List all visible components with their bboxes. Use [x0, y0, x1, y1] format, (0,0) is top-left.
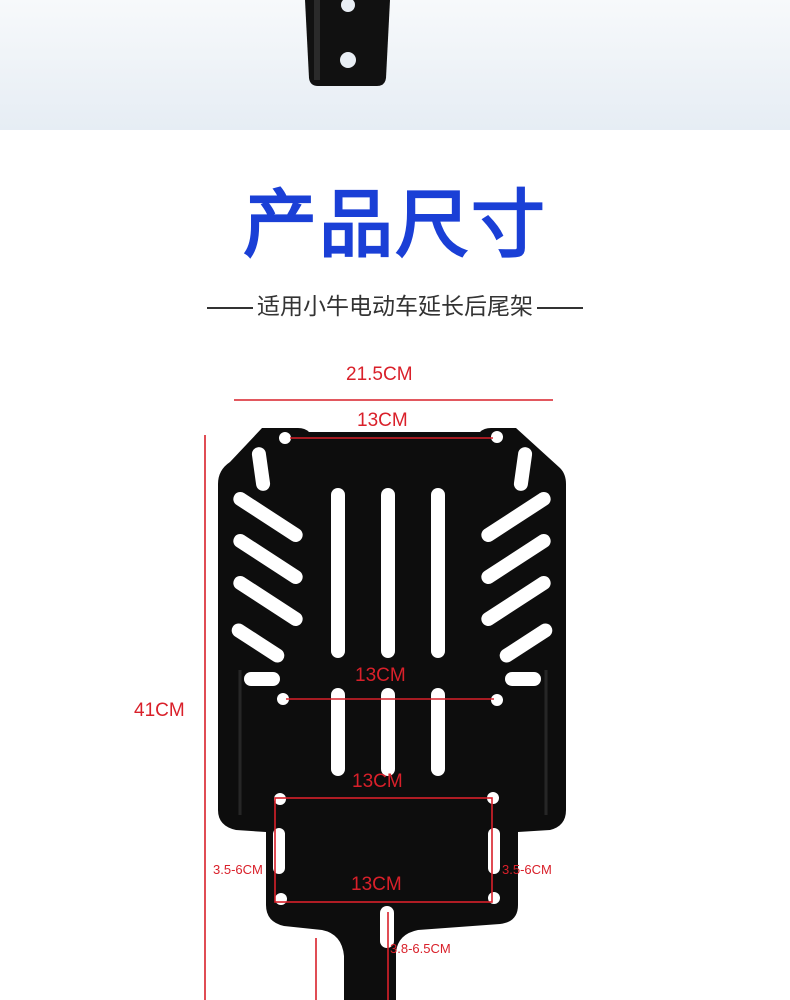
- subtitle: 适用小牛电动车延长后尾架: [257, 294, 533, 320]
- center-slot-label: 3.8-6.5CM: [390, 941, 451, 956]
- top-holes-label: 13CM: [357, 410, 408, 431]
- overall-width-label: 21.5CM: [346, 364, 413, 385]
- overall-height-label: 41CM: [134, 700, 185, 721]
- right-slot-label: 3.5-6CM: [502, 862, 552, 877]
- middle-holes-label: 13CM: [355, 665, 406, 686]
- mount-bracket-icon: [305, 0, 390, 86]
- left-slot-label: 3.5-6CM: [213, 862, 263, 877]
- plate-cutouts: [231, 431, 553, 948]
- top-photo-band: [0, 0, 790, 130]
- lower-top-label: 13CM: [352, 771, 403, 792]
- subtitle-dash-left: [207, 306, 253, 309]
- page-title: 产品尺寸: [243, 182, 547, 268]
- dimension-lines: [204, 399, 553, 1000]
- subtitle-row: 适用小牛电动车延长后尾架: [0, 296, 790, 319]
- lower-bottom-label: 13CM: [351, 874, 402, 895]
- subtitle-dash-right: [537, 306, 583, 309]
